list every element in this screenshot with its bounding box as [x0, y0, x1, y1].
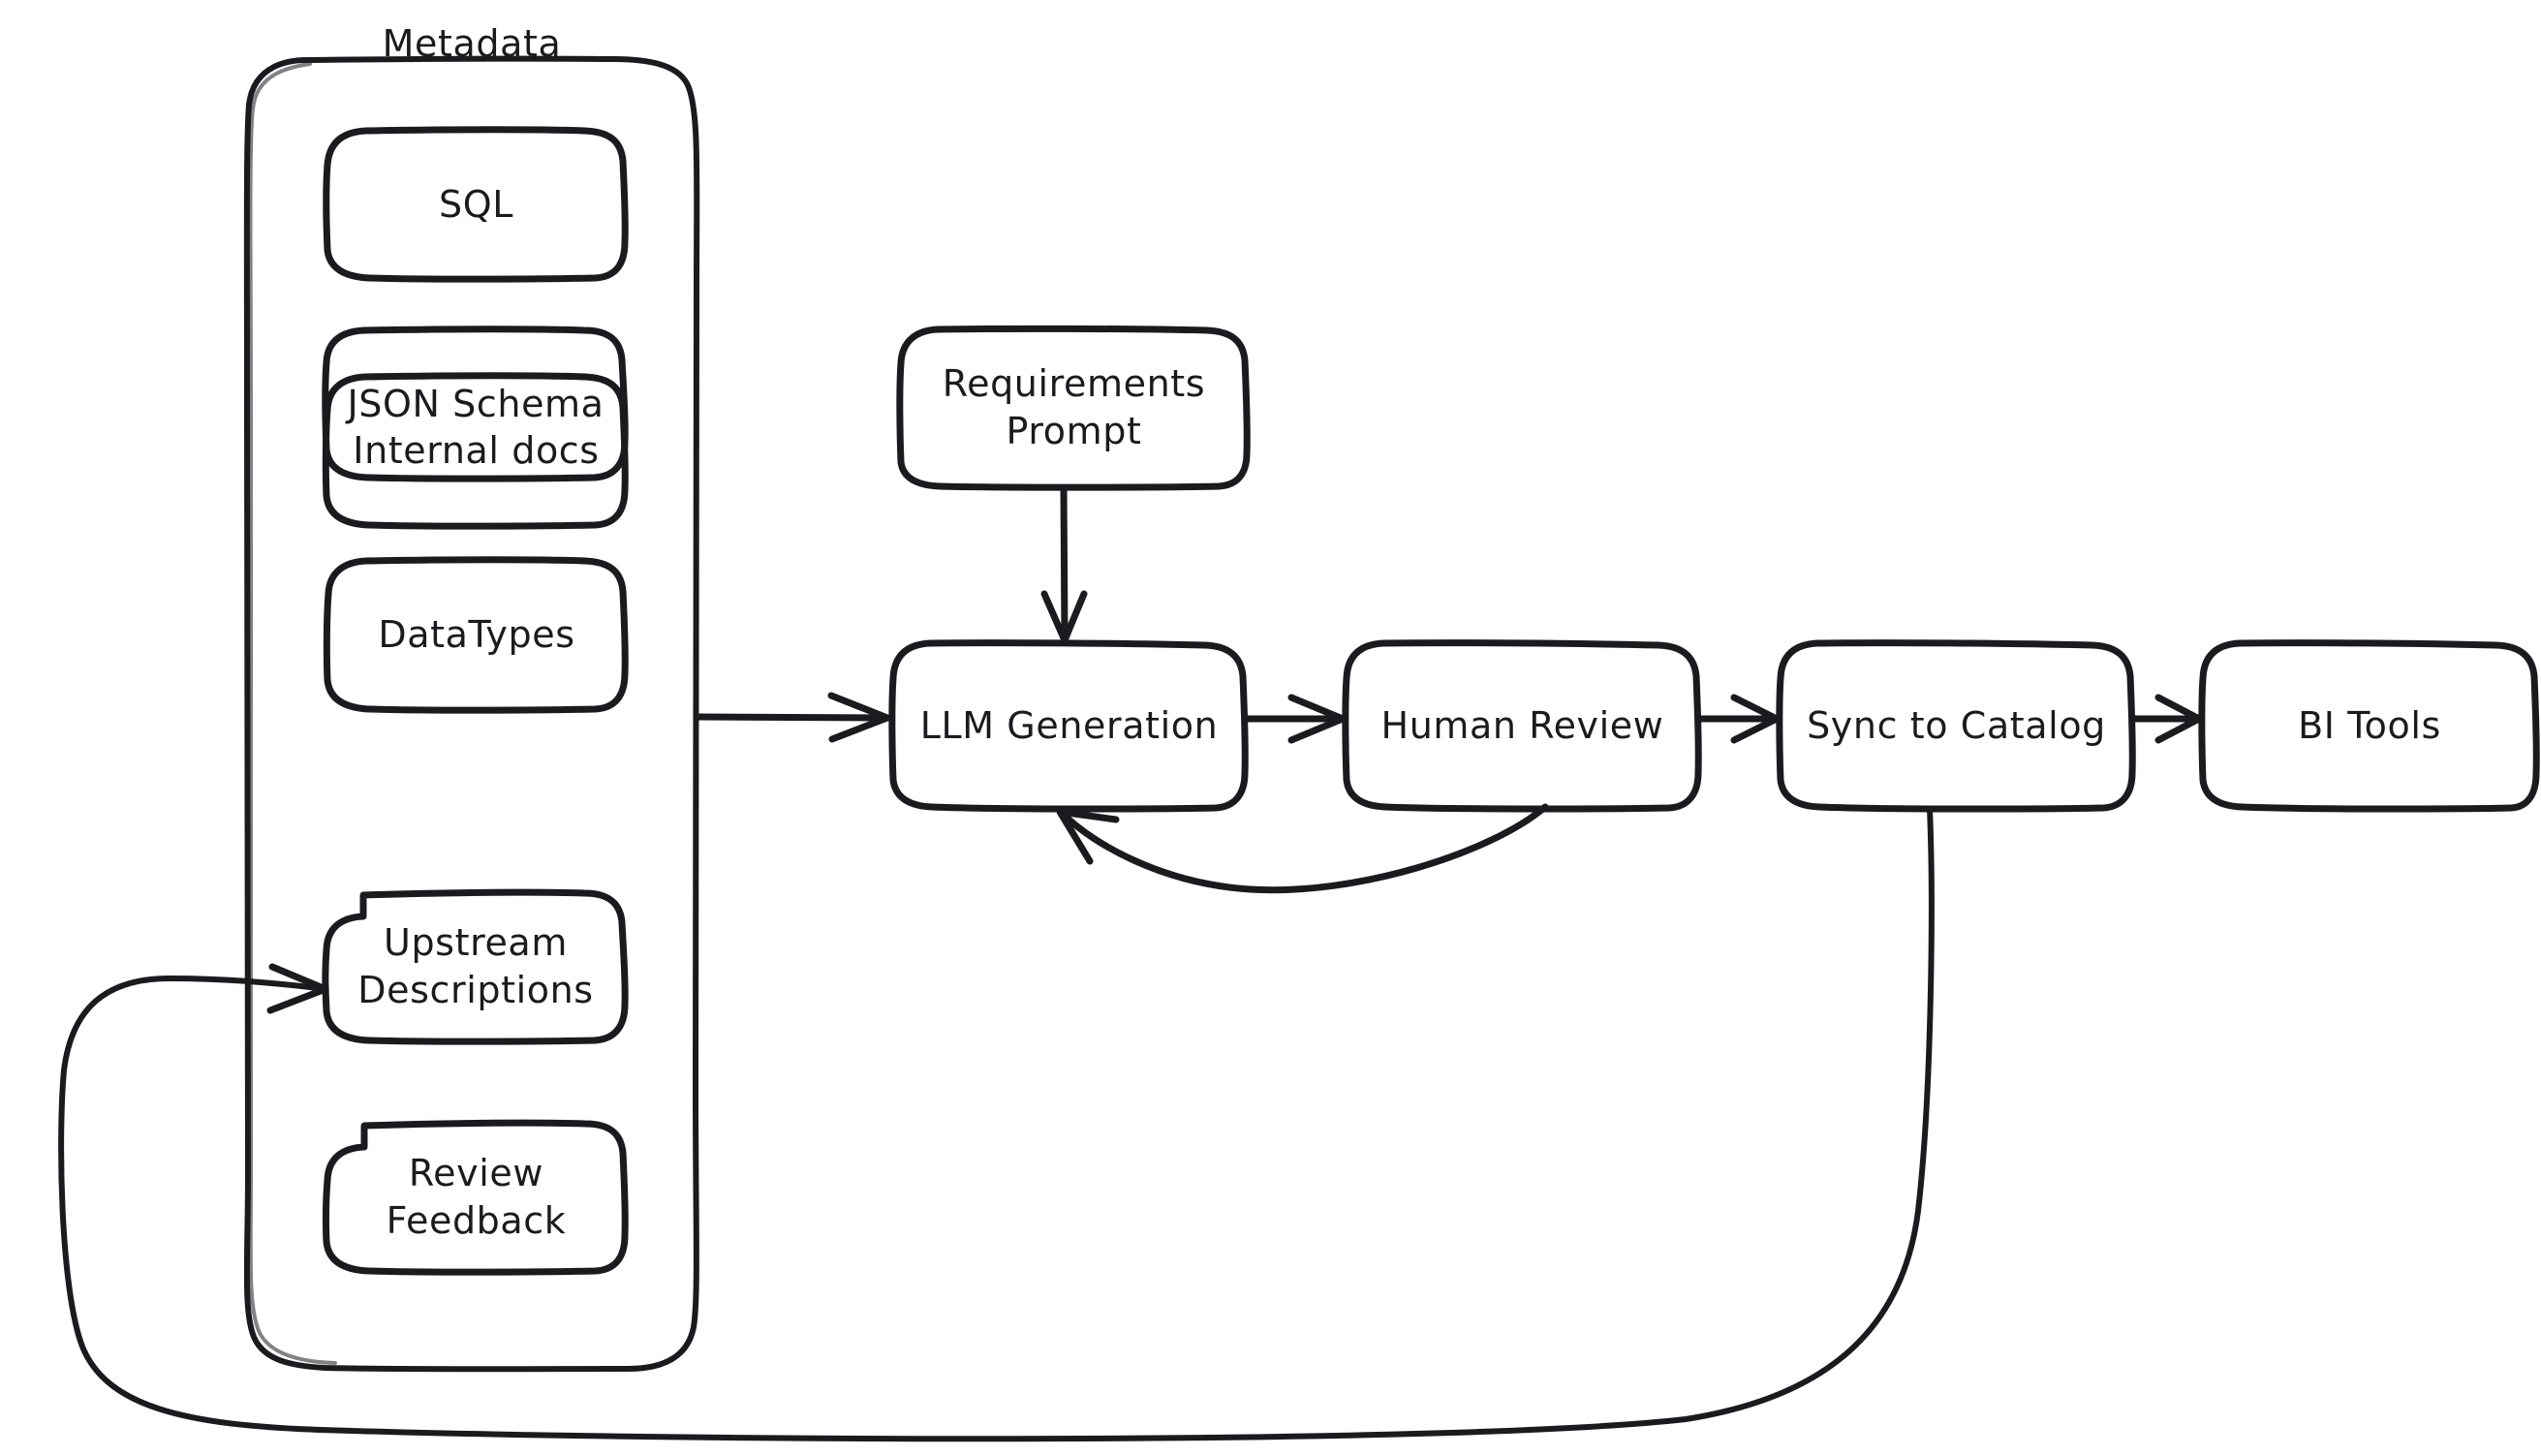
edge-metadata-to-llm-generation: [694, 692, 891, 743]
edge-sync-to-catalog-to-bi-tools: [2131, 694, 2203, 744]
node-datatypes[interactable]: [328, 561, 625, 709]
node-llm-generation[interactable]: [893, 643, 1245, 808]
metadata-box-sql[interactable]: [323, 126, 629, 283]
edge-sync-to-catalog-to-upstream-descriptions: [58, 806, 1935, 1442]
edge-human-review-feedback-to-llm-generation: [1056, 803, 1549, 894]
node-requirements-prompt[interactable]: [901, 329, 1247, 486]
edge-llm-generation-to-human-review: [1244, 694, 1347, 744]
node-review-feedback[interactable]: [327, 1124, 625, 1271]
metadata-box-internal-docs[interactable]: [322, 372, 629, 530]
node-internal-docs[interactable]: [327, 377, 625, 525]
node-box-llm-generation[interactable]: [888, 639, 1249, 813]
node-box-human-review[interactable]: [1342, 639, 1702, 813]
edge-human-review-to-sync-to-catalog: [1697, 694, 1781, 744]
node-box-requirements-prompt[interactable]: [896, 325, 1251, 491]
metadata-box-datatypes[interactable]: [323, 556, 629, 714]
metadata-box-review-feedback[interactable]: [322, 1119, 629, 1276]
edge-requirements-prompt-to-llm-generation: [1040, 484, 1088, 644]
node-human-review[interactable]: [1347, 643, 1698, 808]
metadata-group-title: Metadata: [382, 22, 562, 65]
node-box-sync-to-catalog[interactable]: [1776, 639, 2136, 813]
node-box-bi-tools[interactable]: [2198, 639, 2540, 813]
node-sql[interactable]: [327, 131, 625, 278]
metadata-group-container[interactable]: [243, 55, 700, 1373]
node-sync-to-catalog[interactable]: [1781, 643, 2132, 808]
node-bi-tools[interactable]: [2203, 643, 2536, 808]
node-upstream-descriptions[interactable]: [326, 893, 625, 1040]
